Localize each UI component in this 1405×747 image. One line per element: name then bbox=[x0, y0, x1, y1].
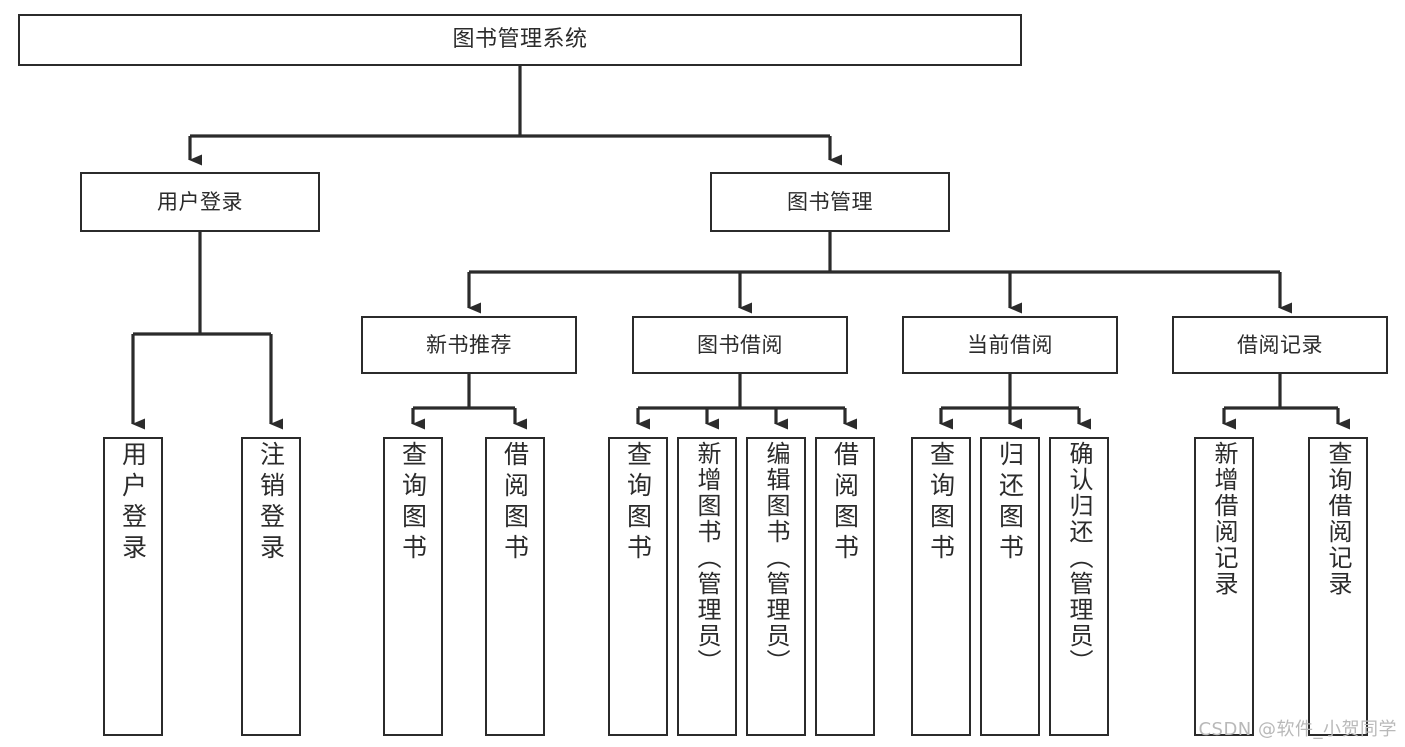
node-label: 归还图书 bbox=[995, 441, 1025, 565]
leaf-query-borrow-record[interactable]: 查询借阅记录 bbox=[1308, 437, 1368, 736]
node-label: 图书管理系统 bbox=[452, 27, 588, 53]
node-label: 图书管理 bbox=[787, 189, 873, 214]
leaf-query-book-recommend[interactable]: 查询图书 bbox=[383, 437, 443, 736]
node-label: 用户登录 bbox=[118, 441, 148, 565]
csdn-watermark: CSDN @软件_小贺同学 bbox=[1198, 719, 1397, 740]
node-label: 确认归还（管理员） bbox=[1065, 441, 1093, 675]
leaf-logout[interactable]: 注销登录 bbox=[241, 437, 301, 736]
node-label: 当前借阅 bbox=[967, 332, 1053, 357]
node-label: 查询图书 bbox=[398, 441, 428, 565]
leaf-query-book-borrow[interactable]: 查询图书 bbox=[608, 437, 668, 736]
leaf-user-login[interactable]: 用户登录 bbox=[103, 437, 163, 736]
node-label: 查询图书 bbox=[926, 441, 956, 565]
node-current-borrow[interactable]: 当前借阅 bbox=[902, 316, 1118, 374]
leaf-return-book[interactable]: 归还图书 bbox=[980, 437, 1040, 736]
node-label: 借阅记录 bbox=[1237, 332, 1323, 357]
node-user-login[interactable]: 用户登录 bbox=[80, 172, 320, 232]
leaf-add-borrow-record[interactable]: 新增借阅记录 bbox=[1194, 437, 1254, 736]
node-label: 编辑图书（管理员） bbox=[762, 441, 790, 675]
node-label: 用户登录 bbox=[157, 189, 243, 214]
leaf-add-book-admin[interactable]: 新增图书（管理员） bbox=[677, 437, 737, 736]
node-label: 借阅图书 bbox=[500, 441, 530, 565]
node-label: 注销登录 bbox=[256, 441, 286, 565]
node-label: 新增借阅记录 bbox=[1210, 441, 1238, 597]
leaf-borrow-book-recommend[interactable]: 借阅图书 bbox=[485, 437, 545, 736]
leaf-confirm-return-admin[interactable]: 确认归还（管理员） bbox=[1049, 437, 1109, 736]
leaf-edit-book-admin[interactable]: 编辑图书（管理员） bbox=[746, 437, 806, 736]
node-label: 新增图书（管理员） bbox=[693, 441, 721, 675]
node-label: 图书借阅 bbox=[697, 332, 783, 357]
leaf-query-book-current[interactable]: 查询图书 bbox=[911, 437, 971, 736]
node-book-management[interactable]: 图书管理 bbox=[710, 172, 950, 232]
node-book-borrow[interactable]: 图书借阅 bbox=[632, 316, 848, 374]
node-label: 查询图书 bbox=[623, 441, 653, 565]
node-new-book-recommend[interactable]: 新书推荐 bbox=[361, 316, 577, 374]
node-label: 查询借阅记录 bbox=[1324, 441, 1352, 597]
node-root-system[interactable]: 图书管理系统 bbox=[18, 14, 1022, 66]
node-label: 借阅图书 bbox=[830, 441, 860, 565]
node-borrow-record[interactable]: 借阅记录 bbox=[1172, 316, 1388, 374]
node-label: 新书推荐 bbox=[426, 332, 512, 357]
leaf-borrow-book[interactable]: 借阅图书 bbox=[815, 437, 875, 736]
